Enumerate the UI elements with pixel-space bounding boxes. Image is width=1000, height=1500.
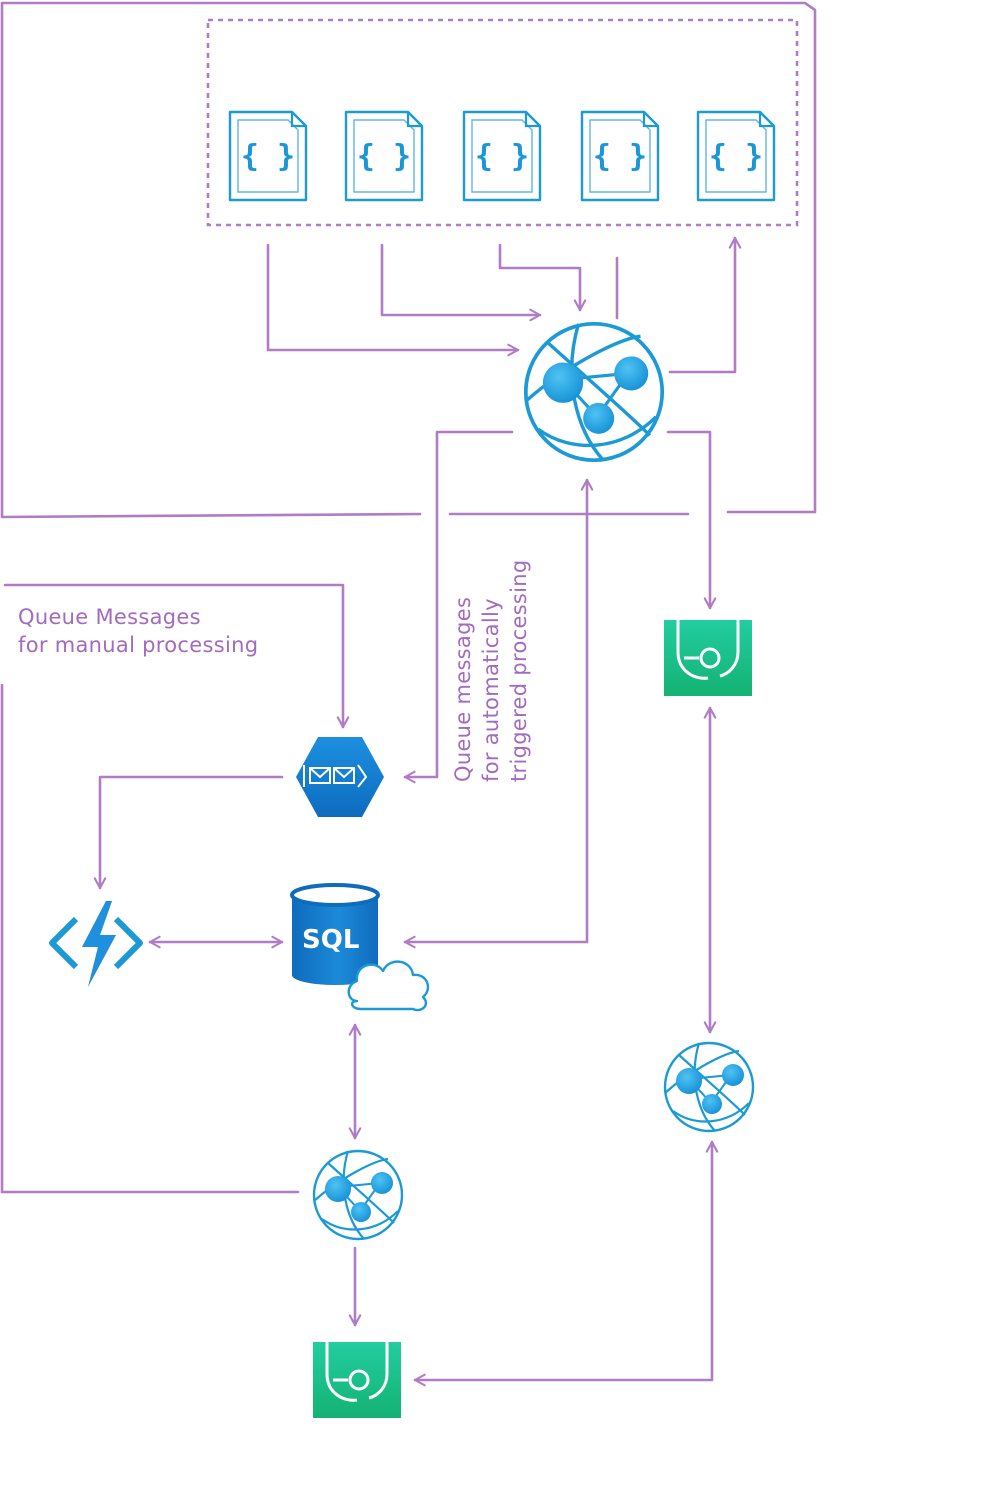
json-brace-glyph: { } bbox=[475, 139, 529, 174]
label-manual-processing: Queue Messages for manual processing bbox=[18, 605, 258, 657]
storage-queue-icon bbox=[296, 737, 384, 817]
app-service-globe-icon bbox=[312, 1149, 404, 1241]
cloud-icon bbox=[347, 960, 430, 1012]
connector-webapp-file5 bbox=[668, 236, 742, 374]
json-brace-glyph: { } bbox=[241, 139, 295, 174]
application-gateway-icon bbox=[311, 1340, 403, 1420]
outer-container-border bbox=[0, 1, 817, 519]
application-gateway-icon bbox=[662, 618, 754, 698]
connector-file1-webapp bbox=[266, 243, 520, 357]
connector-file2-webapp bbox=[380, 243, 542, 322]
json-file-icon: { } bbox=[228, 110, 308, 202]
json-file-icon: { } bbox=[344, 110, 424, 202]
json-brace-glyph: { } bbox=[357, 139, 411, 174]
json-file-group: { } { } { } { } { } bbox=[228, 110, 776, 202]
azure-function-icon bbox=[49, 901, 143, 987]
connector-webapp-gateway bbox=[666, 430, 717, 610]
connector-bottom-gateway-right-webapp bbox=[413, 1140, 719, 1387]
json-brace-glyph: { } bbox=[593, 139, 647, 174]
connector-sql-webapp bbox=[403, 478, 594, 949]
json-files-container bbox=[206, 18, 799, 227]
label-automatic-processing: Queue messages for automatically trigger… bbox=[451, 559, 531, 782]
json-file-icon: { } bbox=[462, 110, 542, 202]
app-service-globe-icon bbox=[523, 321, 665, 463]
connector-bottom-webapp-left-loop bbox=[0, 683, 300, 1194]
json-file-icon: { } bbox=[580, 110, 660, 202]
json-file-icon: { } bbox=[696, 110, 776, 202]
connector-manual-queue bbox=[3, 583, 350, 729]
sql-label: SQL bbox=[302, 925, 359, 955]
app-service-globe-icon bbox=[663, 1041, 755, 1133]
sql-database-icon: SQL bbox=[290, 883, 430, 1012]
json-brace-glyph: { } bbox=[709, 139, 763, 174]
connector-file3-webapp bbox=[498, 243, 587, 312]
connector-queue-function bbox=[93, 775, 284, 890]
